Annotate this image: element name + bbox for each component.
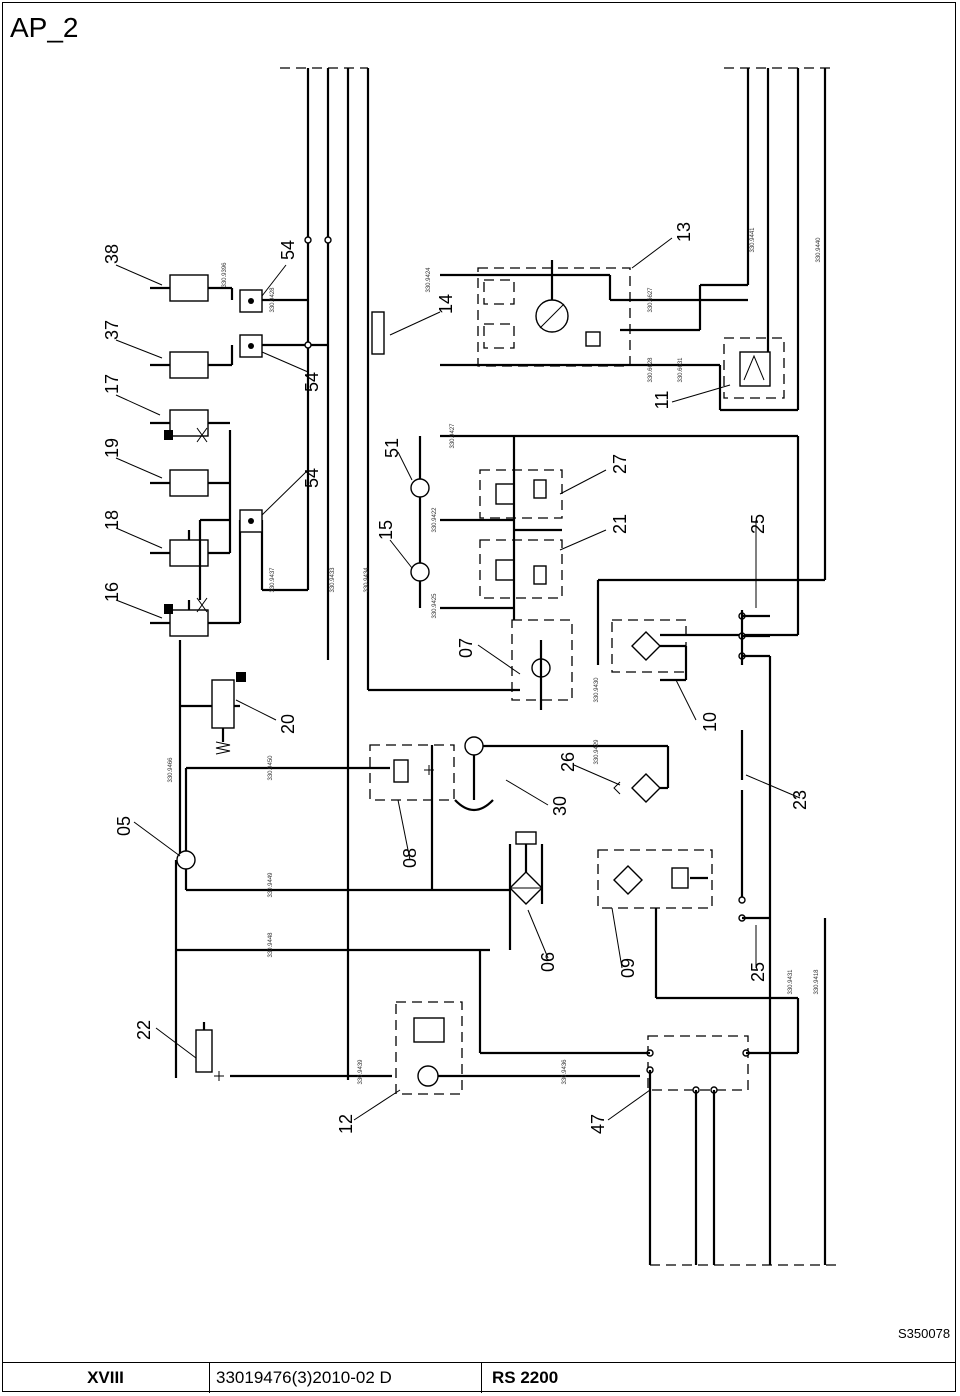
callout-21: 21 bbox=[610, 514, 630, 534]
callout-26: 26 bbox=[558, 752, 578, 772]
motor-15 bbox=[410, 520, 430, 608]
line-label: 330.9424 bbox=[426, 267, 432, 293]
callout-17: 17 bbox=[102, 374, 122, 394]
motor-51 bbox=[410, 436, 430, 520]
pump-07 bbox=[511, 619, 573, 710]
line-label: 330.6631 bbox=[678, 357, 684, 383]
line-label: 330.9449 bbox=[268, 872, 274, 898]
callout-09: 09 bbox=[618, 958, 638, 978]
valve-54-c bbox=[239, 289, 263, 313]
line-label: 330.9434 bbox=[364, 567, 370, 593]
motor-block-14 bbox=[371, 260, 748, 410]
callout-47: 47 bbox=[588, 1114, 608, 1134]
line-label: 330.9418 bbox=[814, 969, 820, 995]
line-label: 330.9430 bbox=[594, 677, 600, 703]
filter-26 bbox=[613, 746, 670, 803]
callout-06: 06 bbox=[538, 952, 558, 972]
line-label: 330.9466 bbox=[168, 757, 174, 783]
callout-12: 12 bbox=[336, 1114, 356, 1134]
line-label: 330.9427 bbox=[450, 423, 456, 449]
callout-25-bottom: 25 bbox=[748, 962, 768, 982]
drawing-id: S350078 bbox=[898, 1326, 951, 1341]
callout-54-top: 54 bbox=[278, 240, 298, 260]
callout-54-low: 54 bbox=[302, 468, 322, 488]
callout-18: 18 bbox=[102, 510, 122, 530]
valve-block-21-27 bbox=[440, 434, 800, 637]
callout-19: 19 bbox=[102, 438, 122, 458]
callout-37: 37 bbox=[102, 320, 122, 340]
callout-25-top: 25 bbox=[748, 514, 768, 534]
line-labels: 330.9396 330.9428 330.9437 330.9433 330.… bbox=[168, 227, 822, 1085]
pipe-bundle-left bbox=[306, 68, 520, 1080]
page-title: AP_2 bbox=[10, 12, 79, 43]
line-label: 330.6627 bbox=[648, 287, 654, 313]
line-label: 330.9422 bbox=[432, 507, 438, 533]
callout-14: 14 bbox=[436, 294, 456, 314]
callout-05: 05 bbox=[114, 816, 134, 836]
callout-08: 08 bbox=[400, 848, 420, 868]
pump-unit-12 bbox=[395, 1001, 640, 1095]
footer-doc-number: 33019476(3)2010-02 D bbox=[210, 1363, 482, 1393]
line-label: 330.9425 bbox=[432, 593, 438, 619]
line-label: 330.9431 bbox=[788, 969, 794, 995]
callout-22: 22 bbox=[134, 1020, 154, 1040]
line-label: 330.6628 bbox=[648, 357, 654, 383]
cylinder-37 bbox=[150, 351, 209, 379]
valve-54-b bbox=[239, 334, 263, 358]
callout-10: 10 bbox=[700, 712, 720, 732]
valve-block-08 bbox=[369, 744, 455, 890]
line-label: 330.9448 bbox=[268, 932, 274, 958]
line-label: 330.9441 bbox=[750, 227, 756, 253]
pump-30 bbox=[454, 736, 668, 812]
filter-block-10 bbox=[611, 619, 688, 682]
callout-23: 23 bbox=[790, 790, 810, 810]
filter-06 bbox=[508, 831, 544, 950]
callout-11: 11 bbox=[652, 391, 672, 410]
line-label: 330.9450 bbox=[268, 755, 274, 781]
cylinder-16 bbox=[150, 600, 209, 637]
restrictors bbox=[196, 427, 208, 613]
callout-38: 38 bbox=[102, 244, 122, 264]
line-label: 330.9440 bbox=[816, 237, 822, 263]
junction-dots bbox=[304, 236, 332, 349]
valve-54-a bbox=[239, 509, 263, 533]
callout-07: 07 bbox=[456, 638, 476, 658]
cylinder-38 bbox=[150, 274, 209, 302]
callout-16: 16 bbox=[102, 582, 122, 602]
accumulator-22 bbox=[195, 1022, 392, 1081]
callout-51: 51 bbox=[382, 438, 402, 458]
pipe-bundle-right bbox=[596, 68, 827, 665]
pipe-bundle-bottom bbox=[648, 656, 836, 1266]
valve-25-bottom bbox=[738, 896, 770, 922]
callout-labels: 38 37 17 19 18 16 54 54 54 51 15 14 13 1… bbox=[102, 222, 810, 1134]
footer-model: RS 2200 bbox=[492, 1368, 559, 1387]
line-label: 330.9437 bbox=[270, 567, 276, 593]
line-label: 330.9439 bbox=[358, 1059, 364, 1085]
valve-25-top bbox=[738, 610, 770, 665]
line-label: 330.9436 bbox=[562, 1059, 568, 1085]
line-label: 330.9429 bbox=[594, 739, 600, 765]
line-label: 330.9428 bbox=[270, 287, 276, 313]
callout-54-mid: 54 bbox=[302, 372, 322, 392]
callout-13: 13 bbox=[674, 222, 694, 242]
filter-block-09 bbox=[597, 849, 798, 1000]
callout-15: 15 bbox=[376, 520, 396, 540]
callout-27: 27 bbox=[610, 454, 630, 474]
callout-leaders bbox=[115, 237, 801, 1121]
pump-05 bbox=[174, 766, 510, 1078]
line-label: 330.9396 bbox=[222, 262, 228, 288]
callout-30: 30 bbox=[550, 796, 570, 816]
cylinder-19 bbox=[150, 469, 209, 497]
cylinder-20 bbox=[211, 672, 246, 755]
line-label: 330.9433 bbox=[330, 567, 336, 593]
footer-section: XVIII bbox=[2, 1363, 210, 1393]
valve-11 bbox=[723, 300, 785, 399]
footer-title-block: XVIII 33019476(3)2010-02 D RS 2200 bbox=[2, 1362, 956, 1393]
callout-20: 20 bbox=[278, 714, 298, 734]
